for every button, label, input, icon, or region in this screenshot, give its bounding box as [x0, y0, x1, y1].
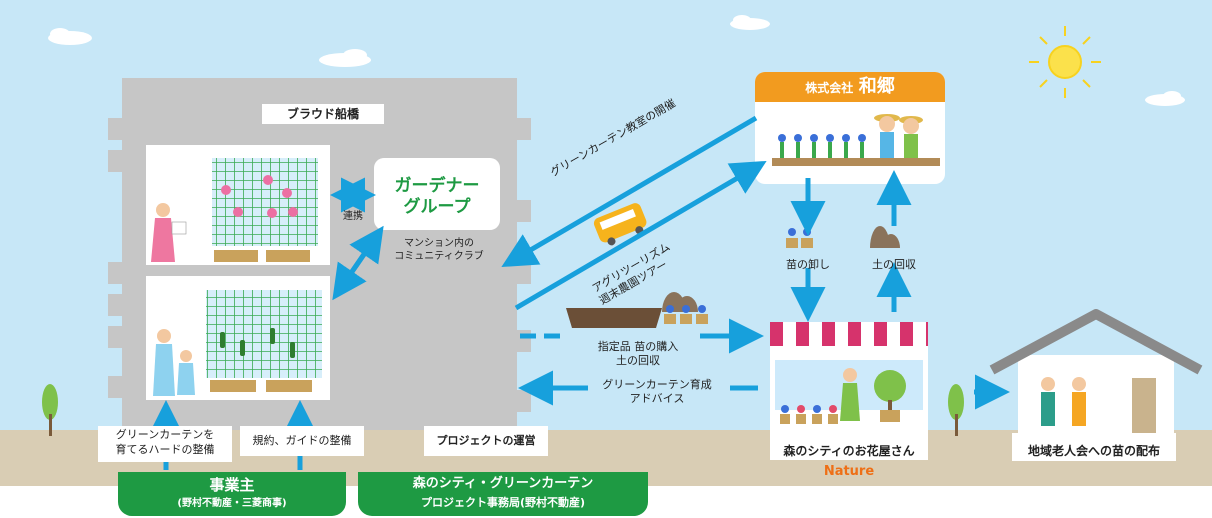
purchase-label: 指定品 苗の購入 土の回収 [578, 340, 698, 368]
operation-caption: プロジェクトの運営 [424, 426, 548, 456]
shopkeeper-icon [840, 368, 860, 421]
community-club-note: マンション内の コミュニティクラブ [384, 238, 494, 263]
house-caption: 地域老人会への苗の配布 [1027, 444, 1160, 458]
cloud-icon [730, 15, 770, 30]
cloud-icon [48, 28, 92, 45]
hardware-caption: グリーンカーテンを 育てるハードの整備 [98, 426, 232, 462]
resident-woman-icon [151, 203, 187, 262]
community-note-1: マンション内の [404, 238, 474, 249]
rules-caption: 規約、ガイドの整備 [240, 426, 364, 456]
advice-line-1: グリーンカーテン育成 [602, 378, 712, 391]
family-icon [153, 329, 195, 396]
purchase-line-2: 土の回収 [616, 353, 660, 367]
building-name: ブラウド船橋 [262, 104, 384, 124]
gardener-line-1: ガーデナー [394, 176, 480, 196]
shop-name: 森のシティのお花屋さん [783, 444, 915, 458]
community-note-2: コミュニティクラブ [394, 250, 484, 262]
gardener-group-box [374, 158, 500, 230]
flower-pots-icon [780, 405, 838, 424]
planter-box-icon [566, 308, 662, 328]
elderly-people-icon [1041, 377, 1086, 426]
office-line-1: 森のシティ・グリーンカーテン [412, 476, 594, 491]
purchase-line-1: 指定品 苗の購入 [597, 340, 679, 353]
owner-title: 事業主 [209, 476, 255, 494]
company-title: 株式会社 和郷 [755, 76, 945, 99]
owner-box: 事業主 (野村不動産・三菱商事) [118, 472, 346, 516]
owner-sub: (野村不動産・三菱商事) [177, 498, 287, 509]
tour-bus-icon [593, 203, 647, 246]
soil-mound-icon [870, 226, 900, 248]
tree-icon [42, 384, 58, 436]
gardener-group-title: ガーデナー グループ [374, 176, 500, 219]
company-name: 和郷 [858, 76, 895, 97]
tree-icon [948, 384, 964, 436]
project-office-box: 森のシティ・グリーンカーテン プロジェクト事務局(野村不動産) [358, 472, 648, 516]
arrow-panel-to-community [335, 225, 384, 294]
balcony-panel-upper [146, 145, 330, 265]
seedling-wholesale-label: 苗の卸し [786, 258, 830, 271]
sun-icon [1029, 26, 1101, 98]
gardener-link-label: 連携 [343, 211, 363, 222]
farmers-icon [874, 114, 923, 158]
cloud-icon [1145, 91, 1185, 106]
arrow-tour [514, 160, 767, 311]
company-prefix: 株式会社 [805, 81, 854, 95]
cloud-icon [319, 49, 371, 67]
balcony-panel-lower [146, 276, 330, 400]
seedling-row-icon [778, 134, 866, 158]
seedling-pots-icon [664, 305, 708, 324]
office-line-2: プロジェクト事務局(野村不動産) [420, 496, 586, 509]
company-box [755, 72, 945, 184]
shop-brand: Nature [823, 464, 875, 479]
hardware-caption-1: グリーンカーテンを [115, 428, 215, 441]
arrow-class [501, 115, 758, 268]
hardware-caption-2: 育てるハードの整備 [115, 442, 215, 456]
advice-label: グリーンカーテン育成 アドバイス [584, 378, 730, 406]
gardener-line-2: グループ [403, 197, 471, 218]
advice-line-2: アドバイス [629, 391, 685, 405]
potted-tree-icon [874, 370, 906, 422]
soil-collection-label: 土の回収 [872, 258, 916, 271]
